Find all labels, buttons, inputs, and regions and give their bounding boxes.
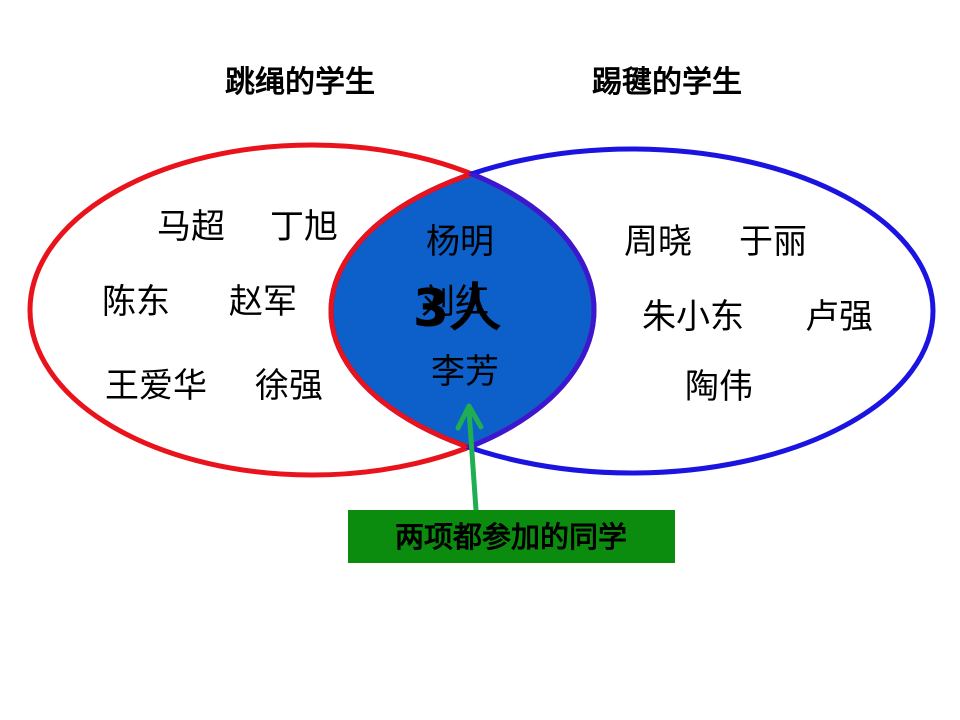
- name-item: 李芳: [431, 352, 499, 392]
- name-item: 于丽: [739, 222, 807, 262]
- name-item: 马超: [157, 207, 225, 247]
- left-set-title: 跳绳的学生: [225, 65, 375, 100]
- name-item: 卢强: [805, 297, 873, 337]
- name-item: 王爱华: [105, 366, 207, 406]
- right-only-names: 周晓 于丽 朱小东 卢强 陶伟: [624, 222, 873, 407]
- callout-arrow-shaft: [466, 407, 479, 513]
- name-item: 刘红: [421, 282, 489, 322]
- name-item: 朱小东: [642, 297, 744, 337]
- right-set-title: 踢毽的学生: [592, 65, 742, 100]
- intersection-right-edge: [331, 149, 597, 473]
- name-item: 徐强: [255, 366, 323, 406]
- left-only-names: 马超 丁旭 陈东 赵军 王爱华 徐强: [102, 207, 338, 406]
- callout-label: 两项都参加的同学: [395, 520, 627, 554]
- name-item: 杨明: [426, 222, 494, 262]
- callout-arrow-head: [455, 403, 484, 431]
- name-item: 陈东: [102, 282, 170, 322]
- both-names: 杨明 刘红 李芳 3人: [413, 222, 501, 392]
- intersection-region: [331, 149, 594, 473]
- name-item: 陶伟: [685, 367, 753, 407]
- name-item: 丁旭: [270, 207, 338, 247]
- intersection-left-edge: [328, 146, 594, 475]
- name-item: 周晓: [624, 222, 692, 262]
- name-item: 赵军: [229, 282, 297, 322]
- callout-box: [348, 510, 675, 563]
- both-count: 3人: [413, 279, 501, 339]
